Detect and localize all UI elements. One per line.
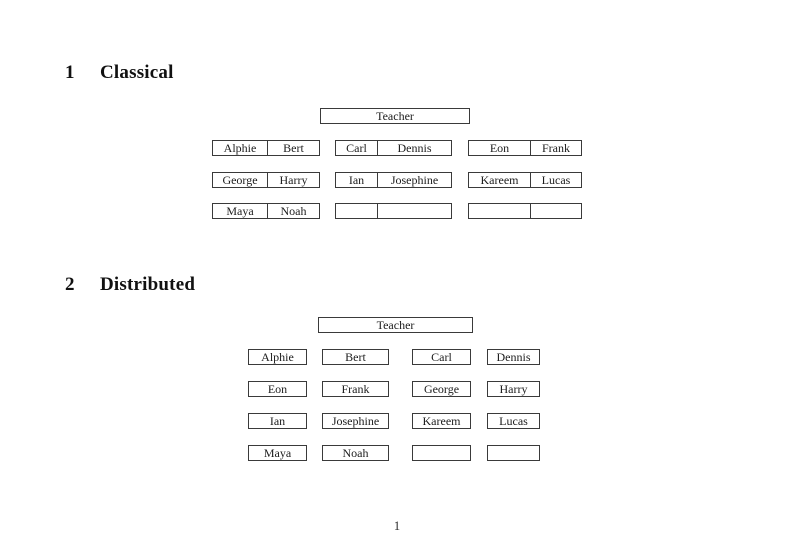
seat-cell: Dennis	[397, 141, 432, 155]
seat-box: George	[412, 381, 471, 397]
section-title: Classical	[100, 62, 174, 83]
seat-cell: Lucas	[541, 173, 571, 187]
seat-cell	[336, 204, 378, 218]
seat-cell	[469, 204, 531, 218]
desk: George Harry	[212, 172, 320, 188]
desk: Eon Frank	[468, 140, 582, 156]
section-title: Distributed	[100, 274, 196, 295]
seat-cell: Maya	[213, 204, 268, 218]
seat-cell: Eon	[469, 141, 531, 155]
seat-box: Bert	[322, 349, 389, 365]
seat-cell	[531, 204, 581, 218]
seat-cell: Carl	[336, 141, 378, 155]
seat-box: Josephine	[322, 413, 389, 429]
teacher-box: Teacher	[320, 108, 470, 124]
seat-box: Maya	[248, 445, 307, 461]
seat-box: Kareem	[412, 413, 471, 429]
teacher-box: Teacher	[318, 317, 473, 333]
desk: Ian Josephine	[335, 172, 452, 188]
desk	[335, 203, 452, 219]
seat-box: Alphie	[248, 349, 307, 365]
seat-cell: Kareem	[469, 173, 531, 187]
seat-box: Lucas	[487, 413, 540, 429]
page-number: 1	[393, 519, 401, 533]
seat-box: Ian	[248, 413, 307, 429]
desk: Maya Noah	[212, 203, 320, 219]
seat-box: Harry	[487, 381, 540, 397]
seat-box	[412, 445, 471, 461]
seat-box: Dennis	[487, 349, 540, 365]
seat-cell: Alphie	[213, 141, 268, 155]
section-heading-distributed: 2 Distributed	[65, 274, 195, 296]
seat-cell: Frank	[542, 141, 570, 155]
seat-box: Noah	[322, 445, 389, 461]
desk: Kareem Lucas	[468, 172, 582, 188]
seat-cell: Bert	[283, 141, 304, 155]
seat-cell: Harry	[279, 173, 308, 187]
section-heading-classical: 1 Classical	[65, 62, 174, 84]
seat-box: Eon	[248, 381, 307, 397]
section-number: 2	[65, 274, 75, 295]
section-number: 1	[65, 62, 75, 83]
desk: Alphie Bert	[212, 140, 320, 156]
seat-box	[487, 445, 540, 461]
seat-box: Carl	[412, 349, 471, 365]
seat-cell: Noah	[280, 204, 307, 218]
seat-cell: George	[213, 173, 268, 187]
seat-cell	[378, 204, 451, 218]
seat-box: Frank	[322, 381, 389, 397]
desk	[468, 203, 582, 219]
desk: Carl Dennis	[335, 140, 452, 156]
seat-cell: Josephine	[390, 173, 439, 187]
seat-cell: Ian	[336, 173, 378, 187]
